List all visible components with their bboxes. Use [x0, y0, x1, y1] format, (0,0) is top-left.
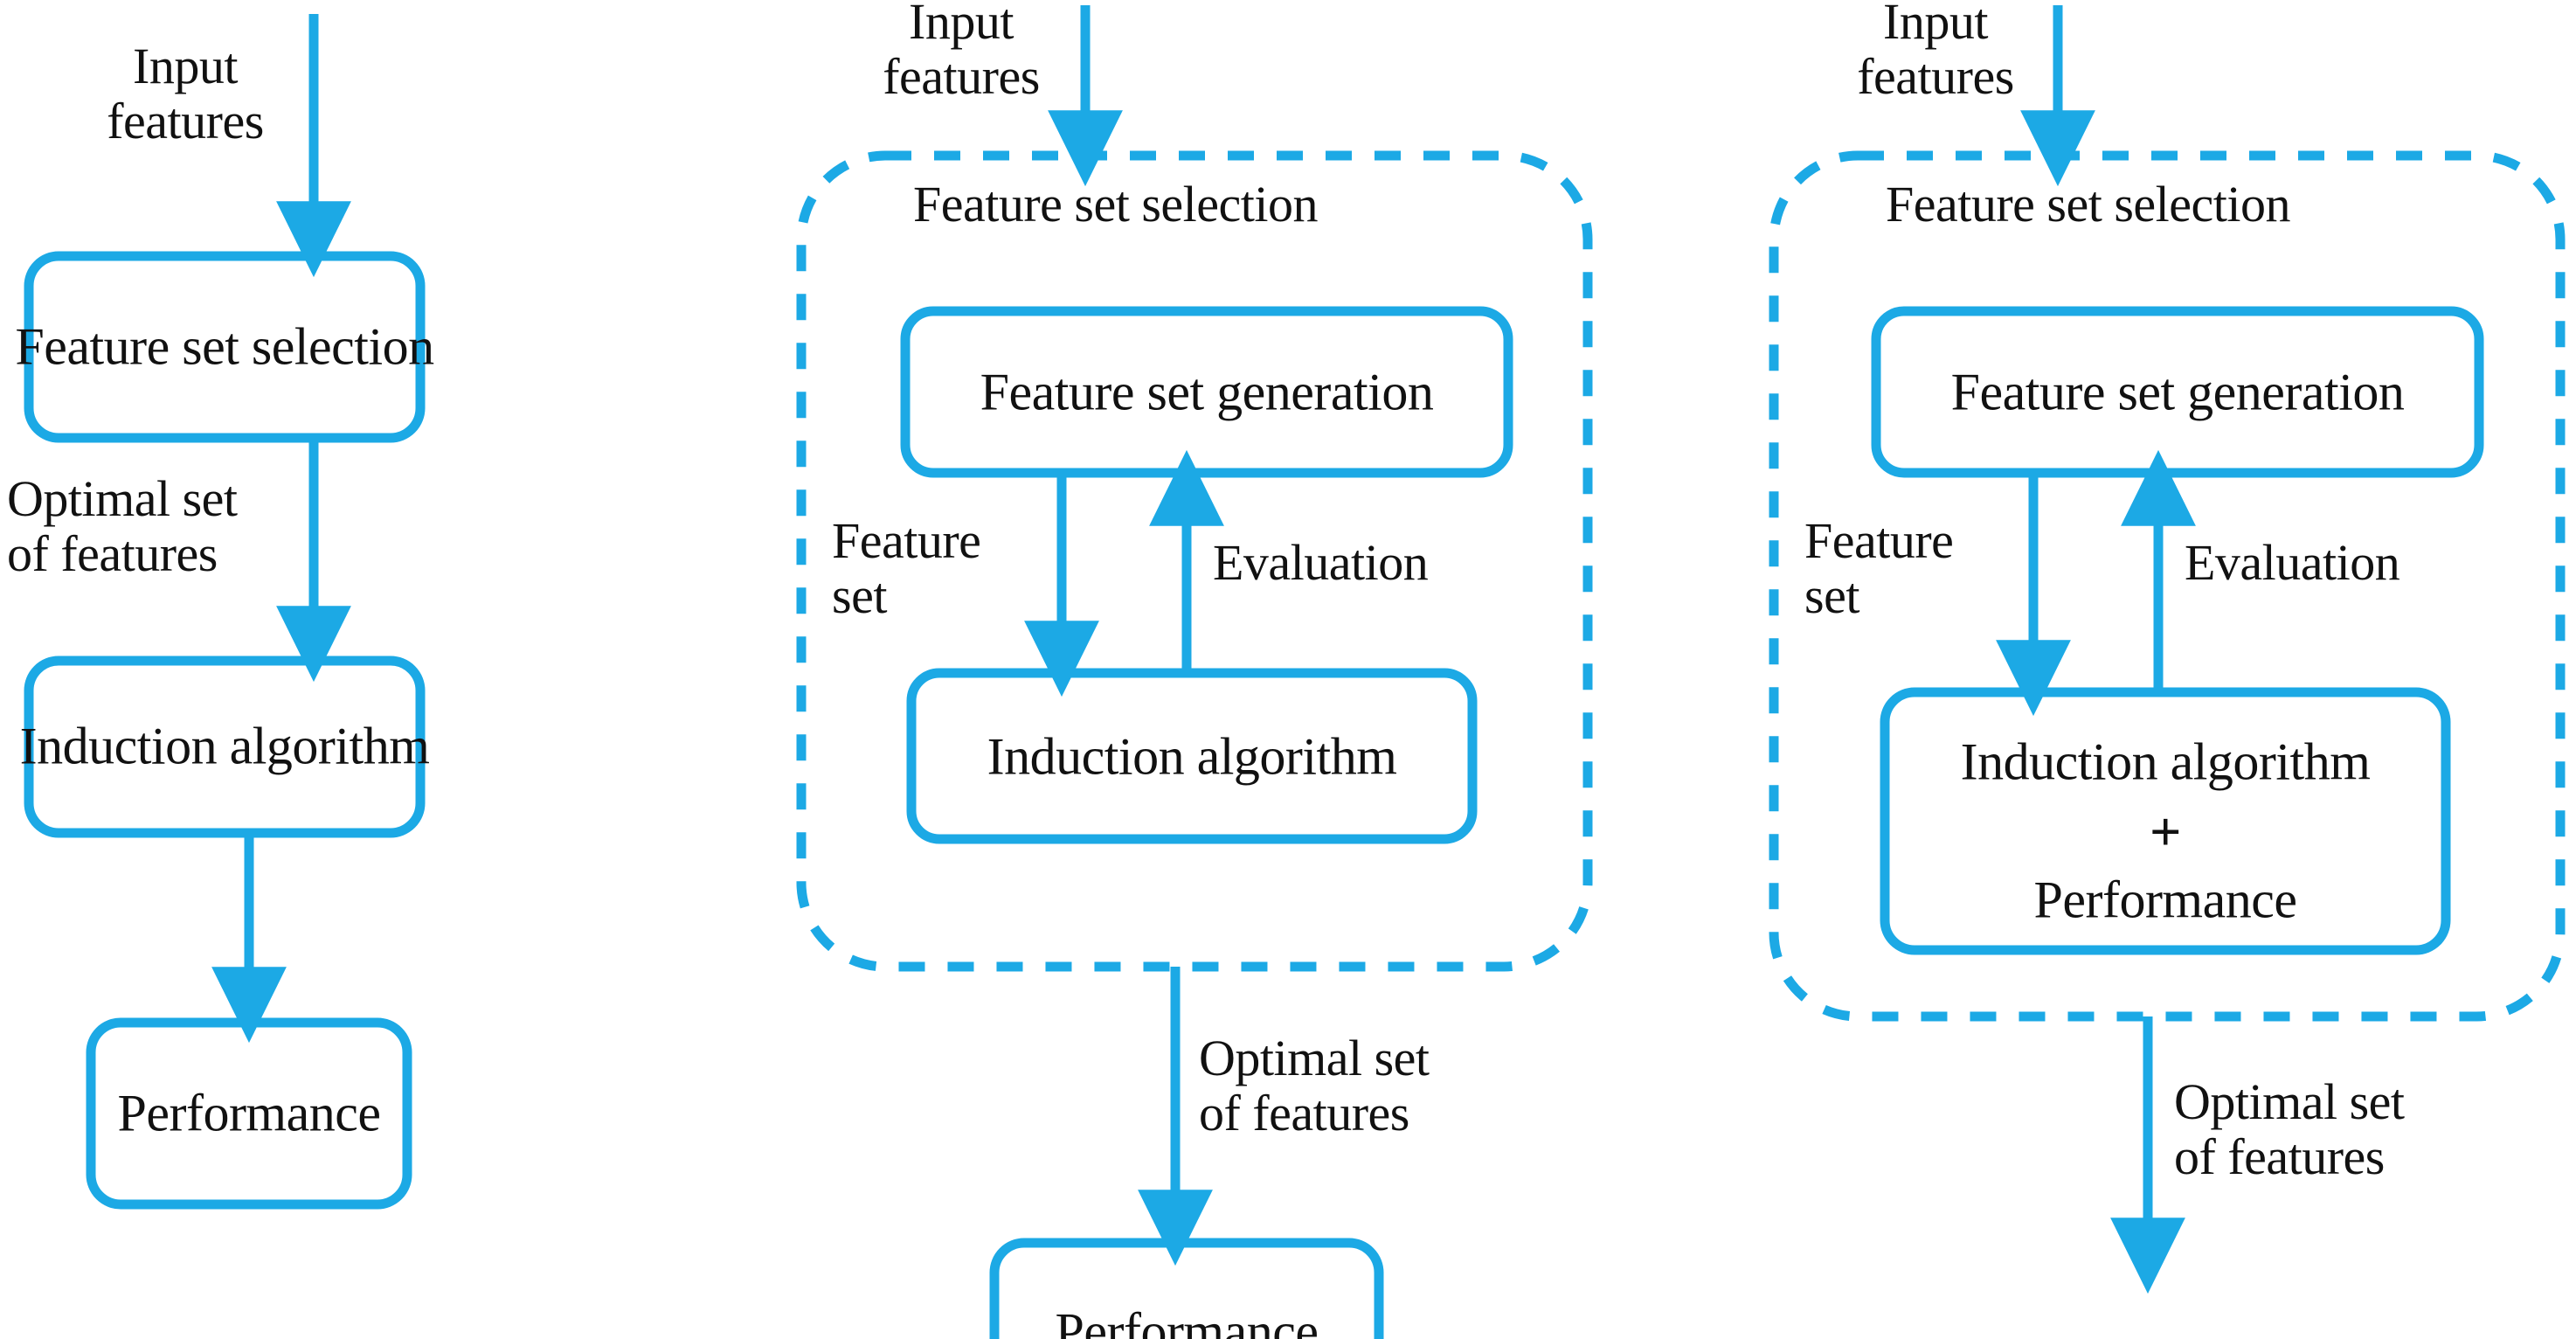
box-induction-algorithm-1[interactable]	[24, 656, 426, 838]
box-label-feature-set-selection-1: Feature set selection	[15, 317, 434, 376]
dashed-container-feature-set-selection-3	[1769, 150, 2566, 1022]
box-label-induction-algorithm-2: Induction algorithm	[987, 727, 1397, 786]
box-induction-algorithm-performance-3[interactable]	[1880, 687, 2451, 955]
container-label-feature-set-selection-2: Feature set selection	[913, 176, 1319, 232]
box-label-performance-2: Performance	[1055, 1302, 1319, 1339]
box-feature-set-selection-1[interactable]	[24, 251, 426, 443]
box-label-performance-3: Performance	[2033, 871, 2297, 929]
box-label-induction-algorithm-3: Induction algorithm	[1960, 732, 2371, 791]
box-label-performance-1: Performance	[117, 1084, 381, 1142]
box-label-induction-algorithm-1: Induction algorithm	[19, 717, 430, 775]
dashed-container-feature-set-selection-2	[796, 150, 1593, 972]
box-label-plus-3: +	[2150, 801, 2181, 864]
container-label-feature-set-selection-3: Feature set selection	[1886, 176, 2291, 232]
box-label-feature-set-generation-3: Feature set generation	[1950, 363, 2405, 421]
box-induction-algorithm-2[interactable]	[906, 668, 1478, 844]
evaluation-label-3: Evaluation	[2185, 534, 2400, 591]
evaluation-label-2: Evaluation	[1213, 534, 1429, 591]
box-label-feature-set-generation-2: Feature set generation	[980, 363, 1434, 421]
